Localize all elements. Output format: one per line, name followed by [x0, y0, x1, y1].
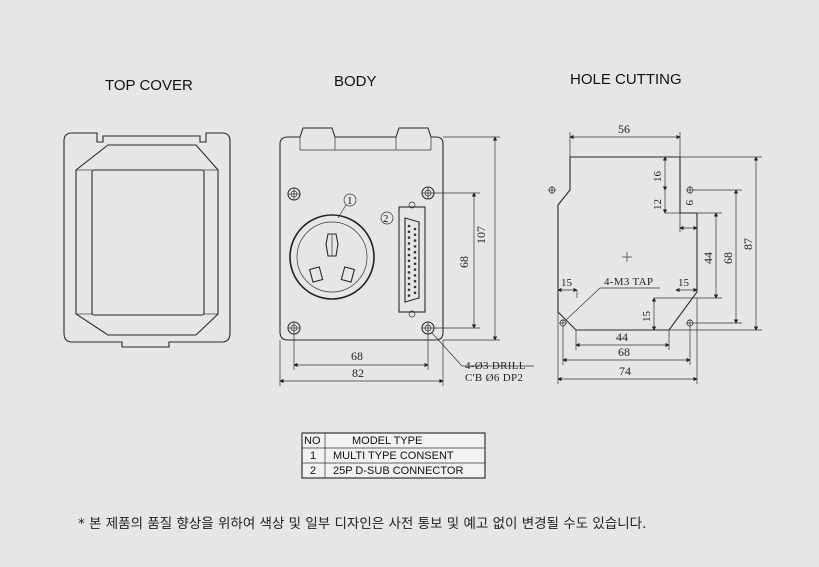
- dim-82: 82: [352, 366, 364, 380]
- dsub-pin: [407, 271, 411, 274]
- dsub-pin: [407, 224, 411, 228]
- dim-12: 12: [652, 199, 664, 210]
- dim-87: 87: [741, 238, 755, 250]
- dsub-pin: [407, 282, 411, 286]
- dsub-connector: [398, 201, 426, 318]
- dsub-pin: [413, 291, 417, 295]
- footnote: * 본 제품의 품질 향상을 위하여 색상 및 일부 디자인은 사전 통보 및 …: [78, 516, 646, 532]
- drill-note-line-1: 4-Ø3 DRILL: [465, 360, 526, 372]
- dim-68-horizontal: 68: [351, 349, 363, 363]
- body-drawing: 1 2 107 68 68 82 4-Ø3 DRILL: [279, 127, 534, 386]
- table-row-1-type: MULTI TYPE CONSENT: [333, 450, 454, 462]
- dsub-pin: [413, 233, 417, 237]
- screw-hole: [421, 321, 435, 335]
- table-header-model-type: MODEL TYPE: [352, 435, 422, 447]
- dsub-pin: [407, 259, 411, 263]
- dim-15-left: 15: [561, 277, 573, 289]
- tap-hole: [686, 319, 694, 327]
- tap-hole: [548, 186, 556, 194]
- table-row-2-no: 2: [310, 465, 316, 477]
- dsub-pin: [407, 242, 411, 245]
- dim-15-vertical: 15: [641, 311, 653, 323]
- dim-68-vertical: 68: [457, 256, 471, 268]
- dsub-pin: [407, 294, 411, 297]
- dsub-pin: [413, 268, 417, 271]
- dsub-pin: [413, 285, 417, 289]
- dim-107: 107: [474, 226, 488, 244]
- dsub-pin: [407, 236, 411, 239]
- dsub-pin: [407, 265, 411, 268]
- dsub-pin: [413, 262, 417, 266]
- dim-9: 9: [683, 200, 695, 206]
- screw-hole: [287, 321, 301, 335]
- drill-note-line-2: C'B Ø6 DP2: [465, 372, 523, 384]
- table-row-2-type: 25P D-SUB CONNECTOR: [333, 465, 463, 477]
- title-top-cover: TOP COVER: [105, 77, 193, 94]
- dsub-pin: [407, 253, 411, 257]
- tap-hole: [686, 186, 694, 194]
- dim-68-horizontal-hole: 68: [618, 345, 630, 359]
- top-cover-drawing: [63, 132, 231, 348]
- screw-hole: [287, 187, 301, 201]
- dim-16: 16: [652, 171, 664, 183]
- title-hole-cutting: HOLE CUTTING: [570, 71, 682, 88]
- table-header-no: NO: [304, 435, 321, 447]
- dsub-pin: [407, 247, 411, 251]
- dim-44-horizontal: 44: [616, 330, 628, 344]
- dsub-pin: [413, 245, 417, 248]
- multi-socket: [289, 214, 375, 300]
- dim-68-vertical-hole: 68: [721, 252, 735, 264]
- tap-hole: [559, 319, 567, 327]
- dsub-pin: [407, 276, 411, 280]
- dsub-pin: [413, 250, 417, 254]
- callout-circle-1: [343, 193, 357, 207]
- callout-circle-2: [380, 211, 394, 225]
- dsub-pin: [413, 239, 417, 242]
- callout-1: 1: [347, 195, 353, 207]
- dsub-pin: [407, 230, 411, 234]
- dim-44-vertical: 44: [701, 252, 715, 264]
- dim-15-right: 15: [678, 277, 690, 289]
- dim-56: 56: [618, 122, 630, 136]
- table-row-1-no: 1: [310, 450, 316, 462]
- tap-note: 4-M3 TAP: [604, 276, 653, 288]
- dsub-pin: [413, 256, 417, 260]
- dsub-pin: [413, 274, 417, 277]
- dsub-pin: [407, 288, 411, 292]
- dsub-pin: [413, 279, 417, 283]
- hole-cutting-drawing: 56 16 12 9 44 68 87 15 4-M3 TAP 15: [548, 122, 762, 384]
- title-body: BODY: [334, 73, 377, 90]
- dim-74: 74: [619, 364, 631, 378]
- screw-hole: [421, 186, 435, 200]
- dsub-pin: [413, 227, 417, 231]
- callout-2: 2: [383, 213, 389, 225]
- model-table: NO MODEL TYPE 1 MULTI TYPE CONSENT 2 25P…: [301, 432, 486, 479]
